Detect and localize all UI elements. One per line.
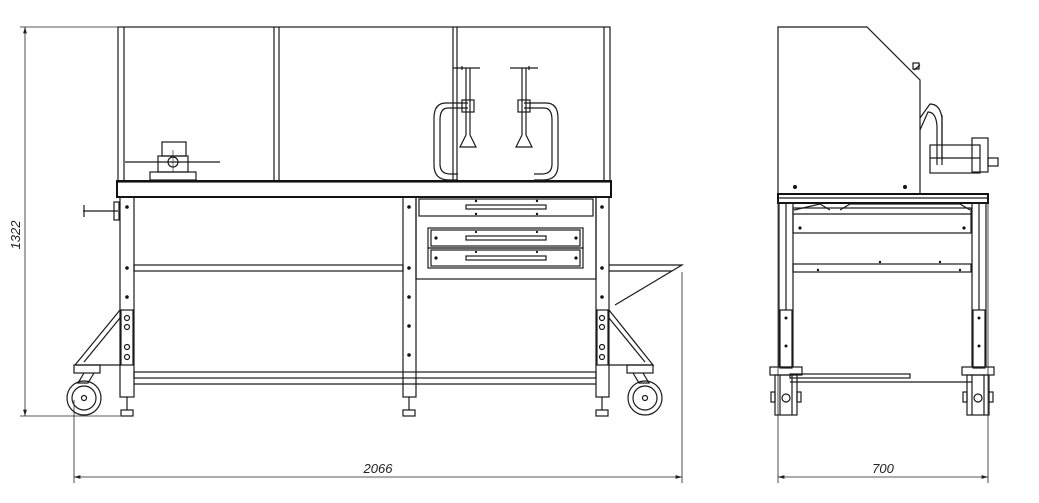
bench-vise <box>125 141 220 181</box>
drawer-unit <box>415 196 597 280</box>
side-vise <box>929 137 999 174</box>
rails <box>133 264 597 385</box>
front-width-dimension-label: 2066 <box>363 461 394 476</box>
front-width-dimension <box>73 272 683 483</box>
worktop <box>116 180 612 198</box>
side-width-dimension-label: 700 <box>872 461 894 476</box>
clamp-right <box>510 66 559 181</box>
side-clamp <box>919 103 943 165</box>
height-dimension <box>20 26 120 417</box>
leg-middle <box>402 196 417 417</box>
clamp-left <box>433 66 480 181</box>
height-dimension-label: 1322 <box>8 220 23 250</box>
leg-right <box>595 196 610 417</box>
side-handle <box>83 201 120 221</box>
side-frame <box>778 202 987 383</box>
side-caster-left <box>769 366 803 416</box>
side-width-dimension <box>777 200 989 483</box>
upper-hood <box>117 26 611 183</box>
side-view <box>769 26 999 416</box>
side-caster-right <box>961 366 995 416</box>
leg-left <box>119 196 135 417</box>
side-worktop <box>777 193 989 204</box>
front-view <box>66 26 685 417</box>
side-hood <box>777 26 921 195</box>
left-stabilizer <box>66 309 121 416</box>
right-stabilizer <box>608 264 685 416</box>
